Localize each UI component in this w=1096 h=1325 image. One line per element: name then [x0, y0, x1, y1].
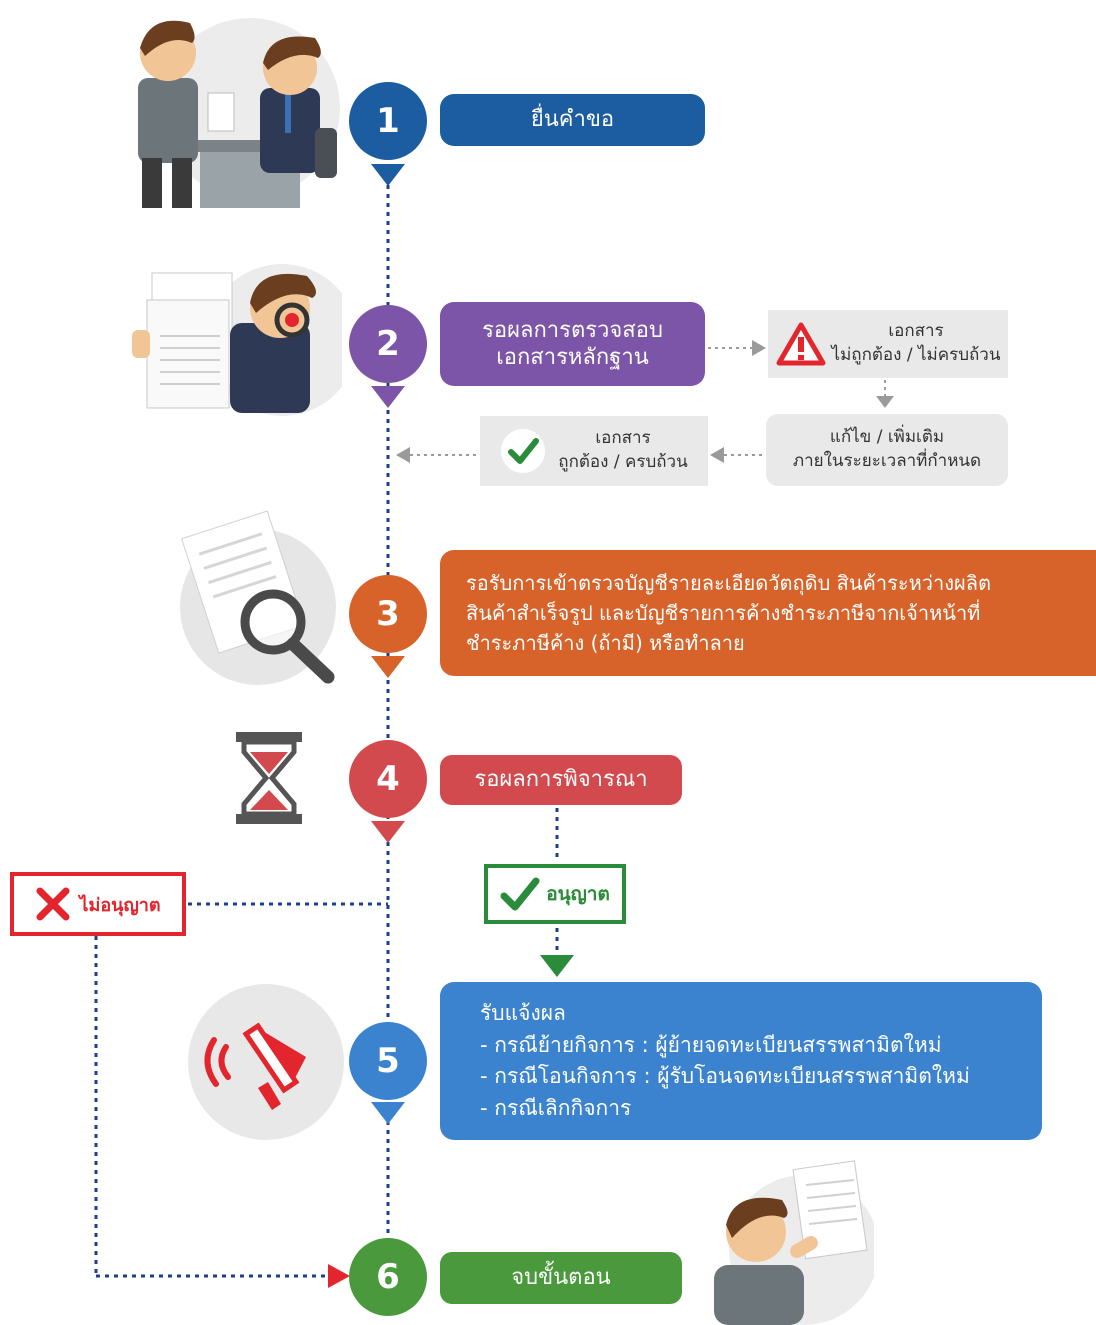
step-1-label-box: ยื่นคำขอ [440, 94, 705, 146]
step-4-label: รอผลการพิจารณา [474, 767, 648, 793]
doc-valid-line1: เอกสาร [595, 428, 651, 449]
arrow-down-icon [876, 396, 894, 408]
x-icon [36, 887, 70, 921]
step-4-number: 4 [376, 759, 400, 799]
arrow-left-icon [710, 447, 724, 463]
step-5-label-box: รับแจ้งผล - กรณีย้ายกิจการ : ผู้ย้ายจดทะ… [440, 982, 1042, 1140]
step-3-circle: 3 [349, 575, 427, 653]
step-2-number: 2 [376, 324, 400, 364]
step-1-arrow [371, 164, 405, 186]
denied-label: ไม่อนุญาต [79, 894, 161, 916]
finished-man-illustration [714, 1160, 874, 1325]
step-3-line1: รอรับการเข้าตรวจบัญชีรายละเอียดวัตถุดิบ … [466, 571, 991, 595]
step-5-item: - กรณีเลิกกิจการ [480, 1095, 632, 1120]
step-6-label: จบขั้นตอน [511, 1265, 611, 1291]
denied-box: ไม่อนุญาต [10, 872, 186, 936]
meeting-illustration [138, 18, 340, 208]
arrow-right-icon [752, 340, 766, 356]
step-3-label-box: รอรับการเข้าตรวจบัญชีรายละเอียดวัตถุดิบ … [440, 550, 1096, 676]
step-3-number: 3 [376, 594, 400, 634]
arrow-down-icon [540, 955, 574, 977]
hourglass-icon [236, 732, 302, 824]
step-3-line3: ชำระภาษีค้าง (ถ้ามี) หรือทำลาย [466, 631, 745, 655]
step-5-item: - กรณีย้ายกิจการ : ผู้ย้ายจดทะเบียนสรรพส… [480, 1032, 942, 1057]
step-2-arrow [371, 386, 405, 408]
approved-box: อนุญาต [484, 864, 626, 924]
step-6-number: 6 [376, 1257, 400, 1297]
step-4-circle: 4 [349, 740, 427, 818]
step-1-circle: 1 [349, 82, 427, 160]
step-6-circle: 6 [349, 1238, 427, 1316]
check-icon [500, 877, 540, 911]
check-icon [501, 429, 546, 473]
approved-label: อนุญาต [546, 883, 610, 905]
doc-invalid-box: เอกสาร ไม่ถูกต้อง / ไม่ครบถ้วน [768, 310, 1008, 378]
step-5-circle: 5 [349, 1022, 427, 1100]
step-5-title: รับแจ้งผล [480, 1001, 566, 1025]
step-5-arrow [371, 1102, 405, 1124]
step-6-label-box: จบขั้นตอน [440, 1252, 682, 1304]
doc-fix-box: แก้ไข / เพิ่มเติม ภายในระยะเวลาที่กำหนด [766, 414, 1008, 486]
step-4-arrow [371, 821, 405, 843]
step-1-label: ยื่นคำขอ [530, 107, 615, 133]
step-2-label-line1: รอผลการตรวจสอบ [482, 317, 663, 343]
warning-icon [776, 322, 826, 366]
doc-invalid-line1: เอกสาร [888, 321, 944, 342]
arrow-left-icon [396, 447, 410, 463]
step-3-arrow [371, 656, 405, 678]
step-2-label-line2: เอกสารหลักฐาน [496, 345, 649, 370]
megaphone-icon [188, 984, 344, 1140]
document-search-illustration [180, 510, 336, 685]
step-2-circle: 2 [349, 305, 427, 383]
step-5-item: - กรณีโอนกิจการ : ผู้รับโอนจดทะเบียนสรรพ… [480, 1064, 970, 1088]
doc-fix-line2: ภายในระยะเวลาที่กำหนด [792, 451, 982, 471]
doc-invalid-line2: ไม่ถูกต้อง / ไม่ครบถ้วน [831, 345, 1001, 365]
step-5-number: 5 [376, 1041, 400, 1081]
doc-valid-line2: ถูกต้อง / ครบถ้วน [558, 452, 688, 472]
arrow-right-icon [328, 1264, 350, 1288]
step-1-number: 1 [376, 101, 400, 141]
step-2-label-box: รอผลการตรวจสอบ เอกสารหลักฐาน [440, 302, 705, 386]
doc-fix-line1: แก้ไข / เพิ่มเติม [829, 427, 945, 448]
step-3-line2: สินค้าสำเร็จรูป และบัญชีรายการค้างชำระภา… [466, 601, 981, 625]
doc-valid-box: เอกสาร ถูกต้อง / ครบถ้วน [480, 416, 708, 486]
document-inspection-illustration [132, 264, 342, 416]
step-4-label-box: รอผลการพิจารณา [440, 755, 682, 805]
